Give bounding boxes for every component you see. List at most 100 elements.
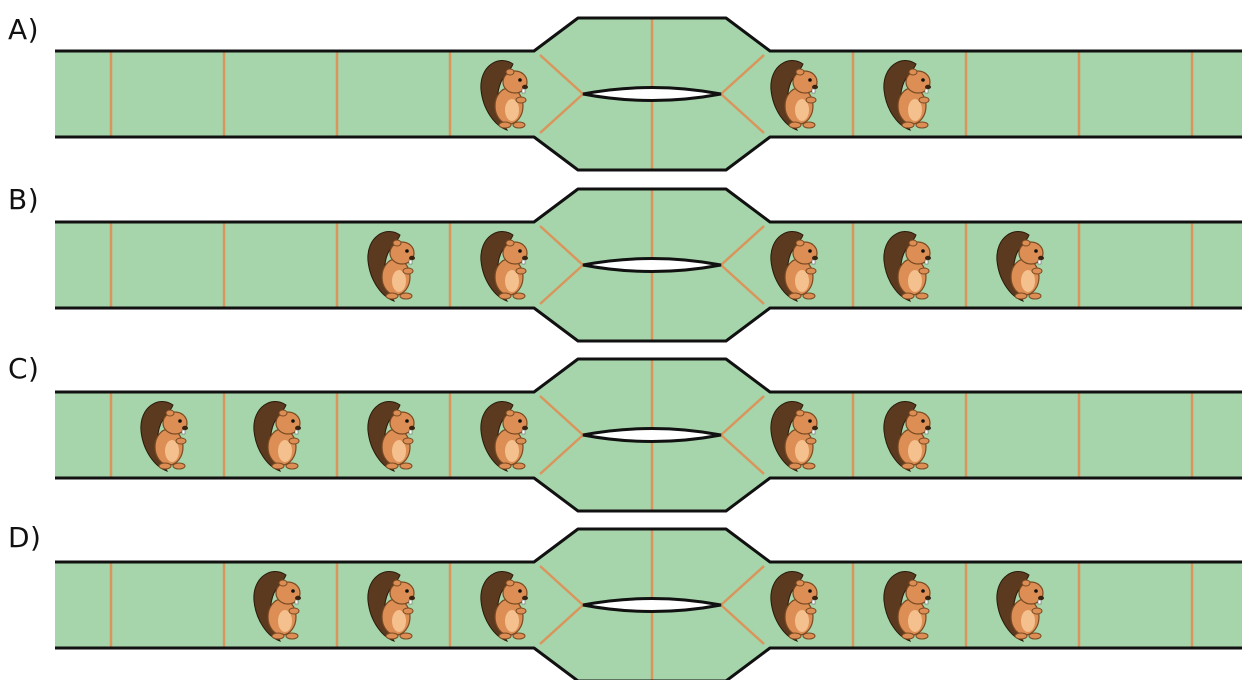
beaver-ear (796, 240, 804, 246)
option-label-d: D) (8, 524, 41, 552)
beaver-foot (789, 633, 801, 639)
beaver-foot (499, 463, 511, 469)
beaver-teeth (522, 600, 525, 604)
beaver-ear (1022, 240, 1030, 246)
beaver-foot (286, 463, 298, 469)
beaver-nose (925, 596, 931, 600)
beaver-foot (916, 293, 928, 299)
beaver-eye (921, 249, 925, 253)
beaver-teeth (925, 260, 928, 264)
beaver-eye (1034, 249, 1038, 253)
beaver-foot (1029, 293, 1041, 299)
beaver-eye (921, 589, 925, 593)
beaver-arm (919, 608, 929, 614)
beaver-foot (789, 293, 801, 299)
beaver-teeth (409, 600, 412, 604)
beaver-eye (921, 78, 925, 82)
beaver-foot (386, 463, 398, 469)
beaver-ear (909, 69, 917, 75)
beaver-nose (1038, 596, 1044, 600)
beaver-teeth (812, 89, 815, 93)
beaver-foot (1015, 293, 1027, 299)
beaver-foot (400, 633, 412, 639)
beaver-foot (173, 463, 185, 469)
beaver-ear (393, 240, 401, 246)
beaver-foot (789, 122, 801, 128)
beaver-arm (919, 438, 929, 444)
beaver-foot (916, 633, 928, 639)
beaver-nose (812, 256, 818, 260)
option-label-c: C) (8, 355, 39, 383)
beaver-ear (506, 580, 514, 586)
beaver-ear (506, 69, 514, 75)
beaver-teeth (1038, 600, 1041, 604)
beaver-arm (806, 97, 816, 103)
beaver-foot (902, 463, 914, 469)
beaver-eye (518, 78, 522, 82)
beaver-foot (499, 633, 511, 639)
beaver-arm (516, 438, 526, 444)
beaver-foot (789, 463, 801, 469)
beaver-foot (803, 633, 815, 639)
bridge-hole-icon (583, 429, 721, 442)
beaver-foot (159, 463, 171, 469)
beaver-nose (409, 256, 415, 260)
bridge-hole-icon (583, 259, 721, 272)
beaver-foot (386, 633, 398, 639)
beaver-teeth (522, 430, 525, 434)
beaver-nose (925, 426, 931, 430)
beaver-arm (403, 608, 413, 614)
beaver-nose (812, 596, 818, 600)
option-row-c (55, 359, 1242, 511)
beaver-nose (522, 85, 528, 89)
beaver-ear (393, 580, 401, 586)
beaver-foot (803, 463, 815, 469)
beaver-arm (1032, 608, 1042, 614)
beaver-eye (808, 589, 812, 593)
beaver-arm (289, 608, 299, 614)
beaver-ear (796, 580, 804, 586)
beaver-arm (919, 268, 929, 274)
beaver-foot (513, 463, 525, 469)
beaver-foot (1015, 633, 1027, 639)
beaver-eye (405, 249, 409, 253)
beaver-arm (516, 97, 526, 103)
beaver-ear (279, 410, 287, 416)
beaver-eye (518, 249, 522, 253)
beaver-eye (178, 419, 182, 423)
beaver-arm (176, 438, 186, 444)
beaver-arm (806, 608, 816, 614)
beaver-arm (403, 438, 413, 444)
beaver-teeth (522, 260, 525, 264)
beaver-teeth (295, 600, 298, 604)
bridge-hole-icon (583, 599, 721, 612)
beaver-eye (808, 419, 812, 423)
beaver-teeth (812, 260, 815, 264)
beaver-foot (1029, 633, 1041, 639)
beaver-foot (272, 463, 284, 469)
beaver-eye (405, 589, 409, 593)
beaver-nose (522, 426, 528, 430)
beaver-ear (909, 580, 917, 586)
beaver-arm (1032, 268, 1042, 274)
beaver-foot (400, 463, 412, 469)
beaver-foot (286, 633, 298, 639)
beaver-ear (393, 410, 401, 416)
option-row-b (55, 189, 1242, 341)
beaver-teeth (812, 600, 815, 604)
beaver-ear (909, 240, 917, 246)
beaver-nose (409, 596, 415, 600)
beaver-teeth (925, 600, 928, 604)
beaver-foot (400, 293, 412, 299)
beaver-teeth (409, 430, 412, 434)
beaver-nose (925, 256, 931, 260)
beaver-eye (1034, 589, 1038, 593)
beaver-teeth (925, 430, 928, 434)
beaver-eye (405, 419, 409, 423)
option-label-a: A) (8, 16, 39, 44)
beaver-ear (796, 410, 804, 416)
beaver-nose (522, 596, 528, 600)
beaver-ear (909, 410, 917, 416)
